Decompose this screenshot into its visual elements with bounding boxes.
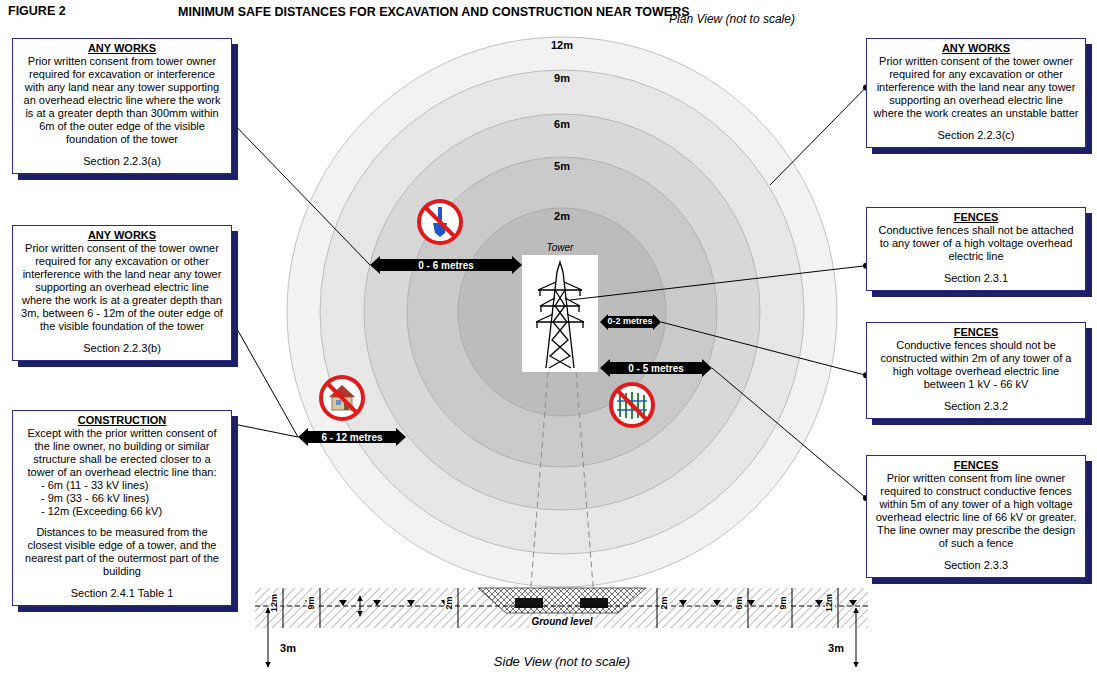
callout-text: Conductive fences should not be construc… [873, 339, 1079, 391]
leader-line [770, 87, 866, 185]
figure-title: MINIMUM SAFE DISTANCES FOR EXCAVATION AN… [178, 5, 690, 19]
dimension-label: 0-2 metres [607, 317, 652, 327]
leader-line [570, 266, 866, 300]
callout-heading: ANY WORKS [19, 229, 225, 242]
side-distance: 2m [445, 595, 455, 610]
dimension-label: 0 - 5 metres [628, 363, 684, 374]
dimension-label: 6 - 12 metres [321, 432, 382, 443]
dimension-arrows [298, 256, 712, 446]
zone-rings [287, 37, 837, 587]
callout-text: Distances to be measured from the closes… [19, 526, 225, 578]
leader-line [661, 322, 866, 375]
leader-line [232, 320, 298, 437]
callout-heading: FENCES [873, 459, 1079, 472]
callout-heading: FENCES [873, 326, 1079, 339]
section-reference: Section 2.3.3 [873, 559, 1079, 572]
callout-text: Prior written consent of the tower owner… [19, 242, 225, 333]
view-caption: Plan View (not to scale) [669, 13, 795, 26]
side-distance: 12m [825, 593, 835, 613]
side-distance: 6m [735, 595, 745, 610]
side-distance: 2m [660, 595, 670, 610]
callout-box: ANY WORKSPrior written consent from towe… [12, 38, 232, 174]
ring-label: 2m [554, 210, 570, 222]
section-reference: Section 2.2.3(a) [19, 155, 225, 168]
section-reference: Section 2.2.3(c) [873, 129, 1079, 142]
ring-label: 12m [551, 39, 573, 51]
tower-label: Tower [547, 242, 574, 253]
side-distance: 12m [270, 593, 280, 613]
leader-line [712, 368, 866, 498]
callout-box: CONSTRUCTIONExcept with the prior writte… [12, 410, 232, 606]
callout-box: ANY WORKSPrior written consent of the to… [866, 38, 1086, 148]
no-fence-sign [611, 384, 653, 426]
leader-line [232, 122, 370, 265]
callout-box: ANY WORKSPrior written consent of the to… [12, 225, 232, 361]
section-reference: Section 2.3.1 [873, 272, 1079, 285]
callout-box: FENCESPrior written consent from line ow… [866, 455, 1086, 578]
ground-label: Ground level [529, 616, 594, 627]
depth-label: 3m [280, 642, 296, 654]
callout-text: Conductive fences shall not be attached … [873, 224, 1079, 263]
section-reference: Section 2.3.2 [873, 400, 1079, 413]
dimension-label: 0 - 6 metres [418, 260, 474, 271]
ring-label: 6m [554, 118, 570, 130]
no-building-sign [321, 377, 363, 419]
callout-text: - 12m (Exceeding 66 kV) [19, 505, 225, 518]
callout-text: - 9m (33 - 66 kV lines) [19, 492, 225, 505]
callout-heading: ANY WORKS [19, 42, 225, 55]
ring-label: 9m [554, 72, 570, 84]
leader-lines [229, 84, 869, 501]
callout-heading: FENCES [873, 211, 1079, 224]
callout-text: Prior written consent of the tower owner… [873, 55, 1079, 120]
callout-text: Prior written consent from tower owner r… [19, 55, 225, 146]
side-distance: 9m [307, 595, 317, 610]
callout-box: FENCESConductive fences should not be co… [866, 322, 1086, 419]
leader-line [232, 424, 298, 437]
section-reference: Section 2.2.3(b) [19, 342, 225, 355]
section-reference: Section 2.4.1 Table 1 [19, 587, 225, 600]
no-digging-sign [419, 201, 461, 243]
tower-lines-down [530, 372, 594, 598]
figure-number: FIGURE 2 [8, 5, 66, 19]
callout-box: FENCESConductive fences shall not be att… [866, 207, 1086, 291]
side-distance: 9m [779, 595, 789, 610]
callout-text: - 6m (11 - 33 kV lines) [19, 479, 225, 492]
ring-label: 5m [554, 160, 570, 172]
callout-text: Except with the prior written consent of… [19, 427, 225, 479]
callout-heading: ANY WORKS [873, 42, 1079, 55]
tower-symbol [522, 255, 598, 372]
depth-label: 3m [828, 642, 844, 654]
view-caption: Side View (not to scale) [494, 655, 630, 669]
callout-heading: CONSTRUCTION [19, 414, 225, 427]
callout-text: Prior written consent from line owner re… [873, 472, 1079, 550]
